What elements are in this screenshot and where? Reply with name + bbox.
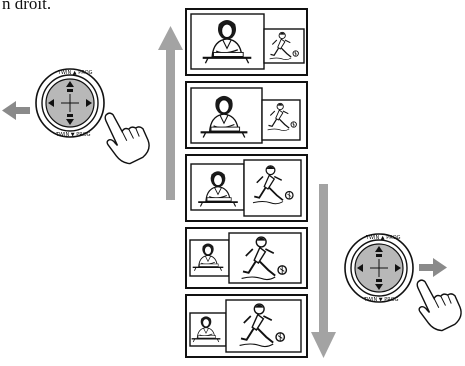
screen-panel-3 (185, 154, 308, 222)
joystick-dial-icon (344, 233, 414, 303)
screen-panel-2 (185, 81, 308, 149)
arrow-left-icon (2, 101, 30, 120)
arrow-up-icon (158, 26, 183, 200)
arrow-down-icon (311, 184, 336, 358)
remote-dial-left: TWIN ▲ PROG TWIN ▼ PROG (2, 68, 153, 168)
dial-label-bottom: TWIN ▼ PROG (363, 297, 399, 303)
dial-label-top: TWIN ▲ PROG (365, 235, 401, 241)
hand-pointer-icon (413, 273, 465, 335)
hand-pointer-icon (101, 106, 153, 168)
panel-column (185, 8, 308, 358)
arrow-right-icon (419, 258, 447, 277)
dial-label-top: TWIN ▲ PROG (57, 70, 93, 76)
dial-label-bottom: TWIN ▼ PROG (55, 132, 91, 138)
screen-panel-5 (185, 294, 308, 358)
screen-panel-1 (185, 8, 308, 76)
screen-panel-4 (185, 227, 308, 289)
remote-dial-right: TWIN ▲ PROG TWIN ▼ PROG (344, 233, 465, 335)
joystick-dial-icon (35, 68, 105, 138)
caption-text: n droit. (2, 0, 52, 13)
